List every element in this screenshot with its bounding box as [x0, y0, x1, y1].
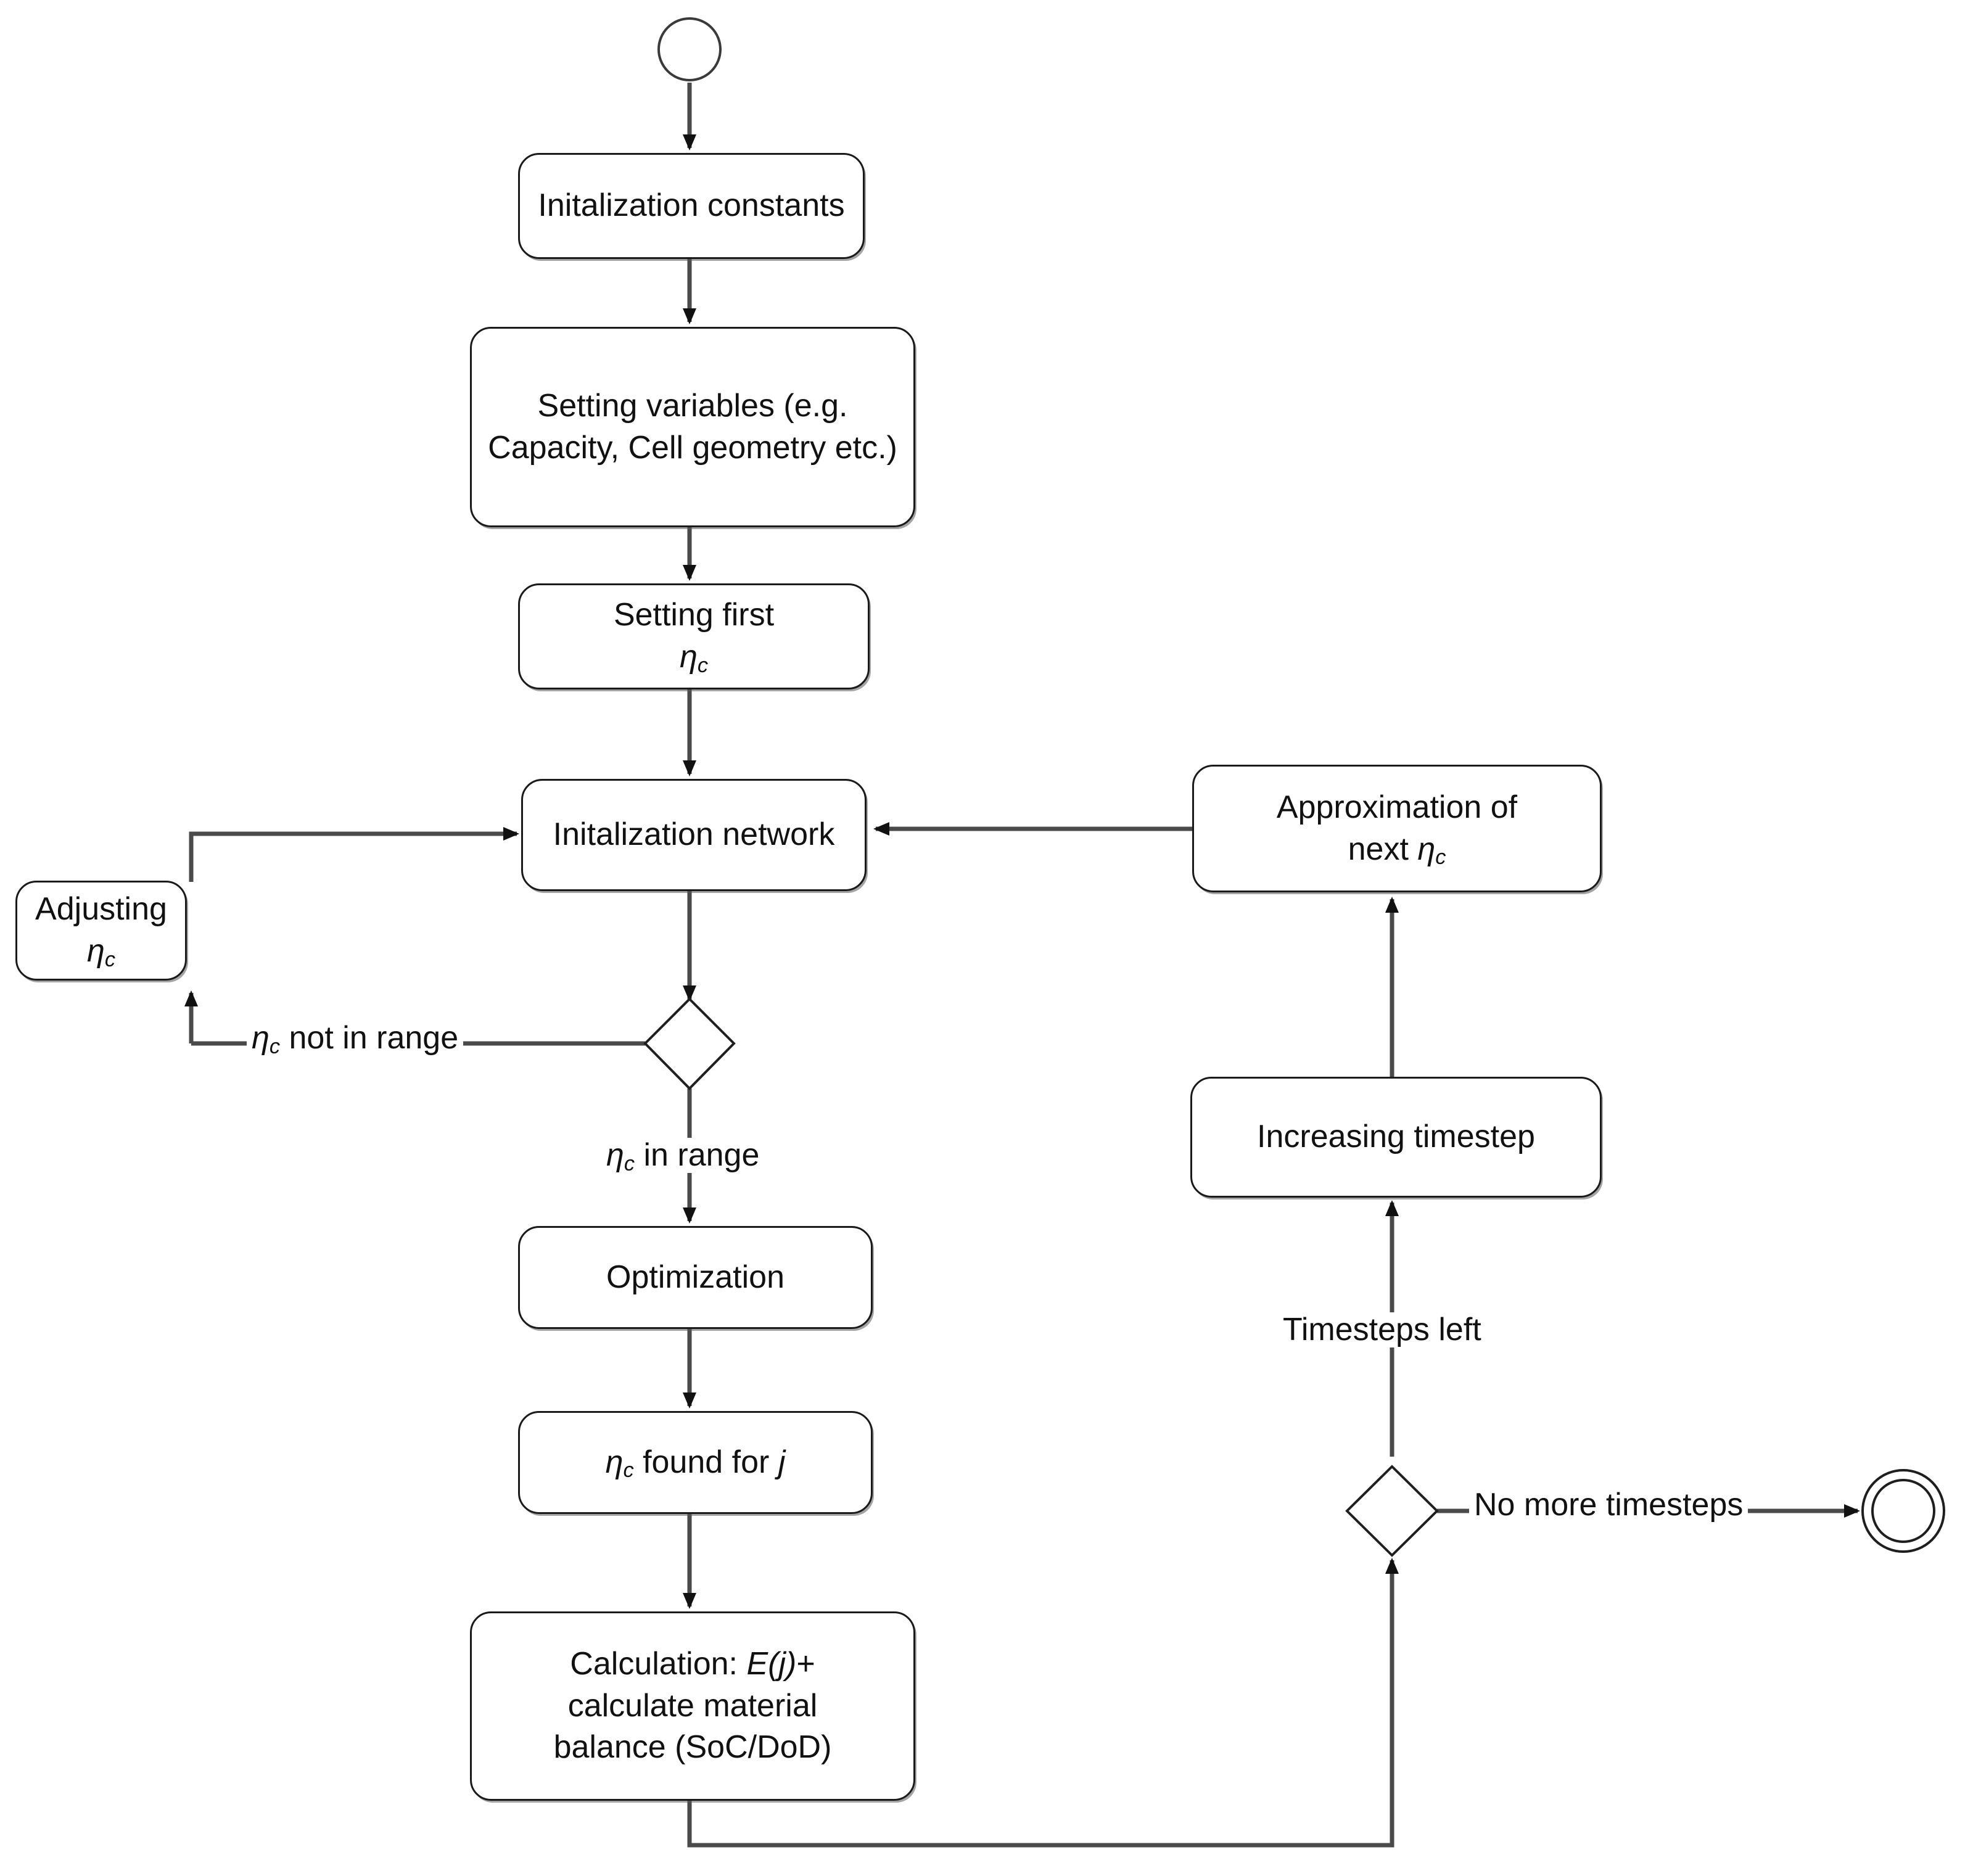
node-setting-variables-label: Setting variables (e.g. Capacity, Cell g… [488, 387, 897, 466]
setting-first-line1: Setting first [613, 597, 775, 633]
end-node[interactable] [1861, 1469, 1945, 1553]
eta-subscript: c [624, 1151, 635, 1175]
node-increasing-timestep-label: Increasing timestep [1257, 1119, 1535, 1155]
decision-diamond-eta-range[interactable] [643, 997, 736, 1090]
eta-symbol: η [606, 1137, 624, 1173]
node-setting-first-eta[interactable]: Setting first ηc [518, 583, 870, 689]
var-j: j [778, 1444, 786, 1480]
node-adjusting-eta-label: Adjusting ηc [17, 889, 185, 972]
node-initalization-constants-label: Initalization constants [538, 187, 845, 224]
decision-diamond-timesteps[interactable] [1345, 1465, 1439, 1557]
eta-subscript: c [697, 653, 708, 677]
eta-symbol: η [605, 1444, 624, 1480]
eta-symbol: η [86, 933, 105, 969]
node-eta-found-for-j[interactable]: ηc found for j [518, 1411, 873, 1514]
end-node-inner-circle [1871, 1479, 1935, 1543]
eta-subscript: c [269, 1034, 281, 1058]
node-optimization-label: Optimization [606, 1259, 785, 1295]
node-approximation-next-eta-label: Approximation of next ηc [1268, 787, 1526, 870]
node-calculation[interactable]: Calculation: E(j)+ calculate material ba… [470, 1611, 915, 1801]
found-mid: found for [633, 1444, 778, 1480]
node-increasing-timestep[interactable]: Increasing timestep [1190, 1077, 1602, 1198]
edge-adjusting-to-init-network-path [189, 831, 515, 882]
calc-line3: balance (SoC/DoD) [553, 1729, 832, 1766]
node-initalization-network[interactable]: Initalization network [521, 779, 867, 891]
start-node[interactable] [657, 17, 722, 81]
edge-label-timesteps-left: Timesteps left [1278, 1312, 1486, 1348]
calc-expr-ej: E(j) [746, 1646, 797, 1682]
eta-symbol: η [252, 1020, 270, 1056]
adjusting-prefix: Adjusting [35, 891, 167, 928]
node-optimization[interactable]: Optimization [518, 1226, 873, 1329]
edge-label-not-in-range: ηc not in range [247, 1020, 464, 1058]
eta-subscript: c [104, 947, 116, 971]
node-initalization-constants[interactable]: Initalization constants [518, 153, 865, 259]
node-adjusting-eta[interactable]: Adjusting ηc [15, 881, 187, 981]
node-setting-variables[interactable]: Setting variables (e.g. Capacity, Cell g… [470, 327, 915, 527]
calc-line2: calculate material [567, 1687, 818, 1724]
not-in-range-text: not in range [280, 1020, 459, 1056]
approx-line2: next [1348, 831, 1418, 867]
node-setting-first-eta-label: Setting first ηc [605, 594, 783, 678]
node-eta-found-for-j-label: ηc found for j [597, 1442, 794, 1484]
in-range-text: in range [635, 1137, 760, 1173]
eta-symbol: η [1417, 831, 1436, 867]
node-approximation-next-eta[interactable]: Approximation of next ηc [1192, 765, 1602, 892]
calc-line1a: Calculation: [570, 1646, 747, 1682]
node-calculation-label: Calculation: E(j)+ calculate material ba… [545, 1644, 841, 1769]
approx-line1: Approximation of [1276, 789, 1518, 825]
node-initalization-network-label: Initalization network [553, 817, 835, 853]
calc-line1c: + [796, 1646, 815, 1682]
eta-subscript: c [1435, 845, 1446, 870]
edge-label-in-range: ηc in range [601, 1137, 765, 1175]
eta-symbol: η [679, 639, 698, 675]
edge-calculation-to-timestep-decision-path [687, 1566, 1394, 1848]
eta-subscript: c [623, 1458, 634, 1483]
edge-label-no-more-timesteps: No more timesteps [1469, 1487, 1748, 1523]
